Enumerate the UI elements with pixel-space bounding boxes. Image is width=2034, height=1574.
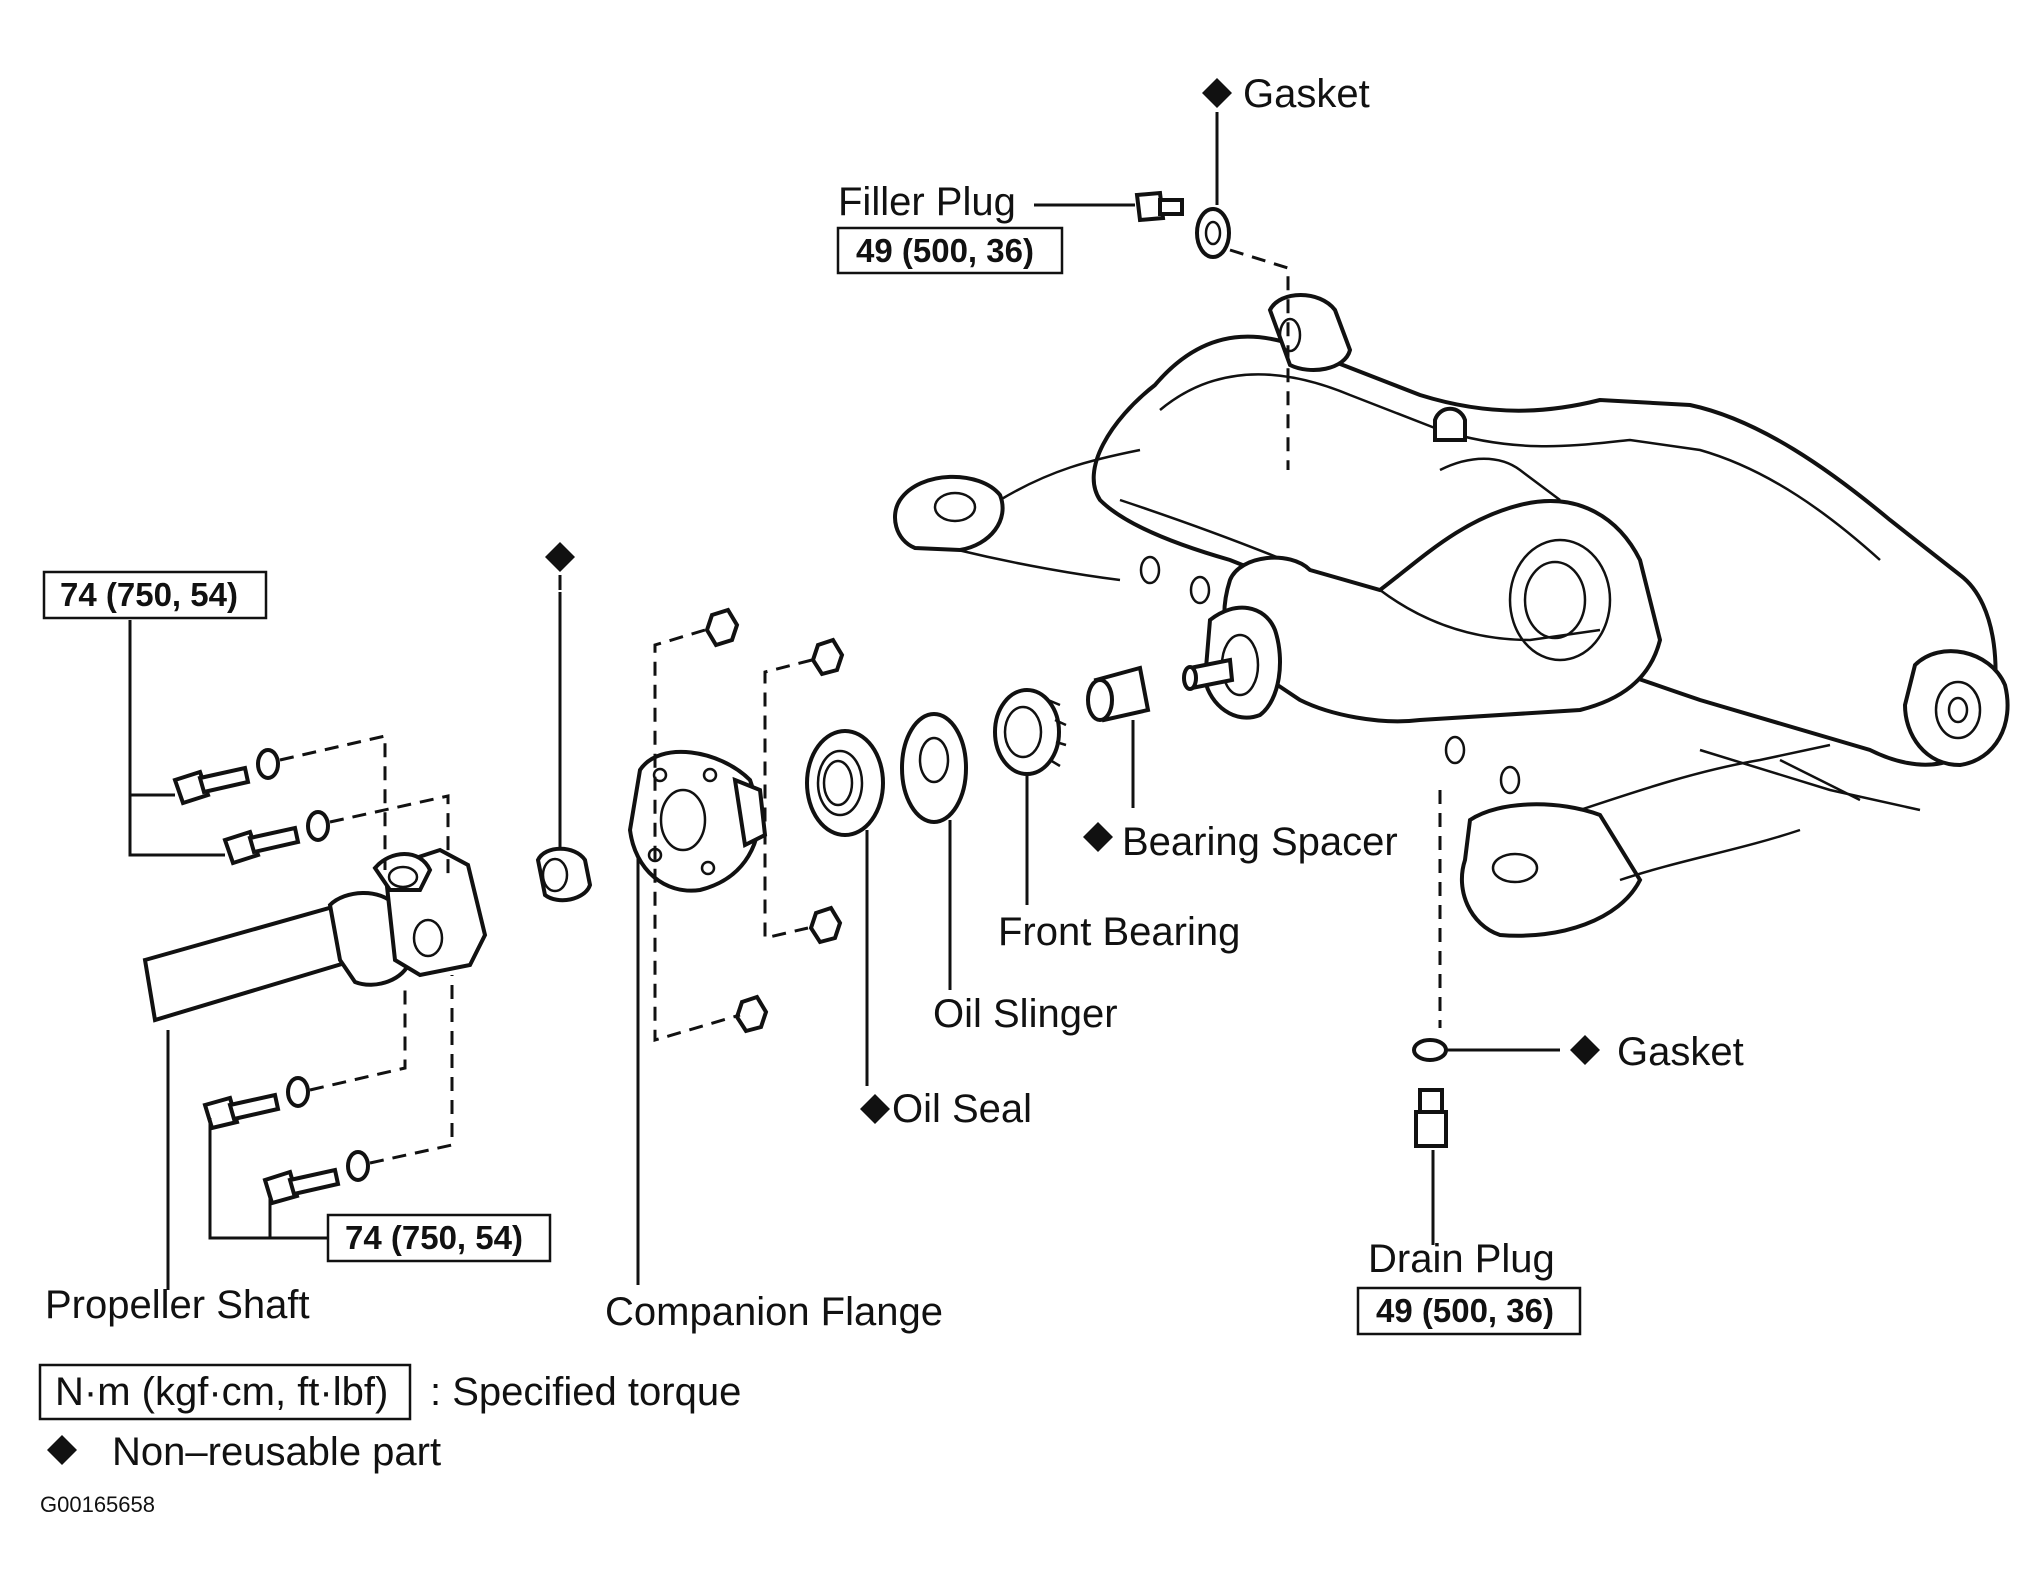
diamond-icon <box>545 542 575 572</box>
drain-plug-torque: 49 (500, 36) <box>1376 1292 1554 1329</box>
bearing-stack-drawing <box>805 665 1151 1086</box>
filler-plug-drawing <box>1034 112 1290 470</box>
propeller-shaft-drawing <box>128 620 488 1290</box>
companion-flange-drawing <box>535 592 845 1285</box>
drain-plug-torque-box <box>1356 1286 1582 1336</box>
drain-plug-drawing <box>1412 790 1560 1245</box>
diamond-icon <box>1202 78 1232 108</box>
legend-torque-unit: N·m (kgf·cm, ft·lbf) <box>55 1370 388 1414</box>
companion-flange-label: Companion Flange <box>605 1290 943 1334</box>
diamond-icon <box>47 1435 77 1465</box>
legend-nonreusable-desc: Non–reusable part <box>112 1430 441 1474</box>
bearing-spacer-label: Bearing Spacer <box>1122 820 1398 864</box>
filler-plug-torque-box <box>836 226 1064 275</box>
diamond-icon <box>1083 822 1113 852</box>
suspension-member-drawing <box>893 293 2010 938</box>
gasket-top-label: Gasket <box>1243 72 1370 116</box>
filler-plug-label: Filler Plug <box>838 180 1016 224</box>
legend-torque-box <box>38 1363 412 1421</box>
drain-plug-label: Drain Plug <box>1368 1237 1555 1281</box>
front-bearing-label: Front Bearing <box>998 910 1240 954</box>
oil-seal-label: Oil Seal <box>892 1087 1032 1131</box>
oil-slinger-label: Oil Slinger <box>933 992 1118 1036</box>
propeller-upper-torque: 74 (750, 54) <box>60 576 238 613</box>
diamond-icon <box>1570 1035 1600 1065</box>
diamond-icon <box>860 1094 890 1124</box>
legend-torque-desc: : Specified torque <box>430 1370 741 1414</box>
figure-id: G00165658 <box>40 1492 155 1517</box>
propeller-lower-torque: 74 (750, 54) <box>345 1219 523 1256</box>
propeller-shaft-label: Propeller Shaft <box>45 1283 310 1327</box>
filler-plug-torque: 49 (500, 36) <box>856 232 1034 269</box>
propeller-lower-torque-box <box>326 1213 552 1263</box>
propeller-upper-torque-box <box>42 570 268 620</box>
gasket-bottom-label: Gasket <box>1617 1030 1744 1074</box>
